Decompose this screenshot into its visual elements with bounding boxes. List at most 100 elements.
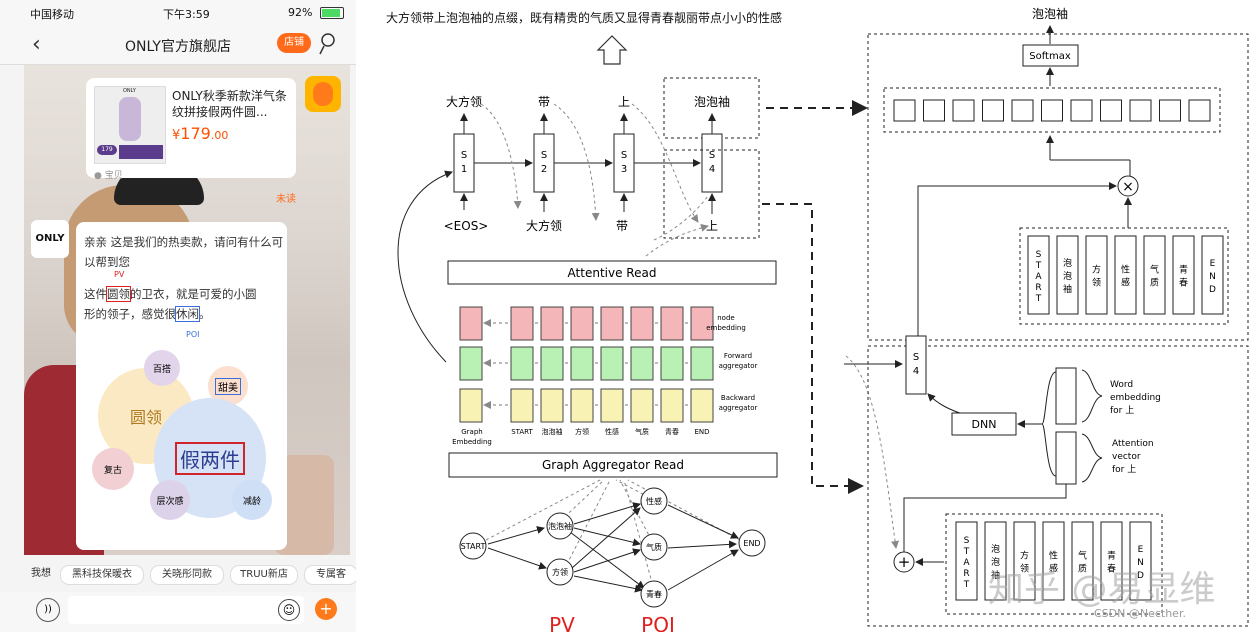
vocab-column-label: 领 (1092, 277, 1101, 289)
word-embedding-label: embedding (1110, 393, 1161, 403)
dnn-box (951, 412, 1017, 436)
decoder-chain: 大方领 带 上 泡泡袖 S1 S2 S3 S4 <EOS> 大方领 带 上 (397, 77, 760, 363)
decoder-cell-label: 4 (709, 164, 715, 175)
greeting-text: 亲亲 这是我们的热卖款，请问有什么可以帮到您 (84, 235, 284, 269)
vocab-column-label: N (1137, 558, 1144, 568)
graph-embedding-label: Embedding (452, 438, 492, 446)
zhihu-watermark: 知乎 @易显维 (988, 569, 1216, 610)
product-thumbnail[interactable]: ONLY 179 (94, 86, 166, 164)
emoji-icon[interactable]: ☺ (278, 599, 300, 621)
vocab-column-label: R (963, 569, 969, 579)
bubble-youthful[interactable]: 减龄 (232, 480, 272, 520)
input-bar: )) ☺ + (0, 592, 356, 632)
csdn-watermark: CSDN @Necther. (1094, 607, 1186, 620)
probability-cell (1070, 99, 1093, 122)
nav-bar: ‹ ONLY官方旗舰店 店铺 (0, 26, 356, 65)
quick-reply-chip[interactable]: 关晓彤同款 (150, 565, 224, 585)
probability-cell (1100, 99, 1122, 122)
keyword-graph: START 泡泡袖 方领 性感 气质 青春 END (459, 479, 766, 608)
vocab-column-label: T (1035, 261, 1042, 271)
vocab-column-label: 方 (1020, 550, 1029, 562)
decoder-state-label: 4 (913, 366, 919, 377)
graph-node (640, 533, 668, 561)
node-embedding-label: embedding (706, 324, 746, 332)
chat-bubble: 亲亲 这是我们的热卖款，请问有什么可以帮到您 PV 这件圆领的卫衣，就是可爱的小… (76, 222, 287, 550)
decoder-cell-label: S (461, 150, 467, 161)
decoder-input: 上 (706, 219, 718, 233)
decoder-state-s4 (905, 335, 927, 395)
output-panel (867, 33, 1249, 341)
softmax-box (1022, 44, 1079, 67)
voice-icon[interactable]: )) (36, 598, 60, 622)
quick-reply-label: 我想 (31, 568, 51, 579)
vocab-column-label: T (963, 547, 970, 557)
price-symbol: ¥ (172, 128, 181, 143)
back-arrow-icon[interactable]: ‹ (32, 32, 41, 57)
vocab-column-label: 袖 (991, 569, 1000, 581)
output-up-arrow-icon (596, 35, 628, 65)
profile-icon[interactable] (318, 32, 338, 56)
battery-percent: 92% (288, 6, 313, 19)
bubble-retro[interactable]: 复古 (92, 448, 134, 490)
reply-line-1: 这件圆领的卫衣，就是可爱的小圆 (84, 284, 284, 304)
quick-reply-chip[interactable]: 专属客 (304, 565, 356, 585)
decoder-cell (701, 133, 723, 193)
add-symbol: + (898, 553, 911, 571)
column-label: START (511, 428, 533, 436)
product-card[interactable]: ONLY 179 ONLY秋季新款洋气条纹拼接假两件圆... ¥179.00 (86, 78, 296, 178)
bubble-layered[interactable]: 层次感 (150, 480, 190, 520)
thumb-price-badge: 179 (97, 145, 117, 155)
phone-screenshot: 中国移动 下午3:59 92% ‹ ONLY官方旗舰店 店铺 ONLY 179 … (0, 0, 356, 632)
node-embedding-cell (510, 306, 534, 341)
graph-node (640, 487, 668, 515)
quick-reply-chip[interactable]: TRUU新店 (230, 565, 298, 585)
output-word: 泡泡袖 (1032, 6, 1068, 21)
forward-aggregator-cell (570, 346, 594, 381)
add-icon[interactable]: + (315, 598, 337, 620)
assistant-avatar (305, 76, 341, 112)
product-name: ONLY秋季新款洋气条纹拼接假两件圆... (172, 89, 287, 119)
node-embedding-cell (690, 306, 714, 341)
decoder-state-label: S (913, 352, 919, 363)
vocab-column (1013, 521, 1036, 601)
bubble-versatile[interactable]: 百搭 (144, 350, 180, 386)
vocab-column (1100, 521, 1123, 601)
word-embedding-label: for 上 (1110, 405, 1134, 416)
decoder-cell-label: S (541, 150, 547, 161)
word-embedding-label: Word (1110, 380, 1133, 390)
generated-sentence: 大方领带上泡泡袖的点缀，既有精贵的气质又显得青春靓丽带点小小的性感 (386, 10, 782, 25)
column-label: 性感 (605, 427, 619, 436)
decoder-cell-label: S (709, 150, 715, 161)
decoder-cell (533, 133, 555, 193)
attention-vector-label: vector (1112, 452, 1141, 462)
pv-caption: PV (549, 613, 575, 632)
probability-cell (1011, 99, 1034, 122)
decoder-output: 带 (538, 95, 550, 109)
decoder-cell-label: 2 (541, 164, 547, 175)
store-button[interactable]: 店铺 (277, 33, 311, 53)
reply-text: 的卫衣，就是可爱的小圆 (130, 287, 257, 301)
vocab-column-label: A (963, 558, 970, 568)
attention-vector-label: Attention (1112, 439, 1154, 449)
vocab-column (1085, 235, 1108, 315)
decoder-output: 大方领 (446, 94, 482, 109)
vocab-column-label: 质 (1150, 277, 1159, 289)
vocab-column-label: 气 (1150, 264, 1159, 276)
brand-logo: ONLY (31, 220, 69, 258)
graph-embedding-label: Graph (461, 428, 482, 436)
multiply-symbol: × (1122, 179, 1134, 195)
quick-reply-chip[interactable]: 黑科技保暖衣 (60, 565, 144, 585)
model-diagram: 大方领带上泡泡袖的点缀，既有精贵的气质又显得青春靓丽带点小小的性感 大方领 带 … (386, 6, 1249, 632)
message-input[interactable] (68, 596, 304, 624)
decoder-output: 上 (618, 95, 630, 109)
backward-aggregator-label: aggregator (719, 404, 758, 412)
vocab-column-label: 袖 (1063, 283, 1072, 295)
quick-replies: 我想 黑科技保暖衣 关晓彤同款 TRUU新店 专属客 (0, 560, 356, 588)
decoder-input: 大方领 (526, 218, 562, 233)
graph-node (640, 580, 668, 608)
vocab-column (1143, 235, 1166, 315)
candidate-vocab-bottom (945, 513, 1163, 615)
graph-node-label: 性感 (646, 496, 662, 506)
column-label: 气质 (635, 427, 649, 436)
